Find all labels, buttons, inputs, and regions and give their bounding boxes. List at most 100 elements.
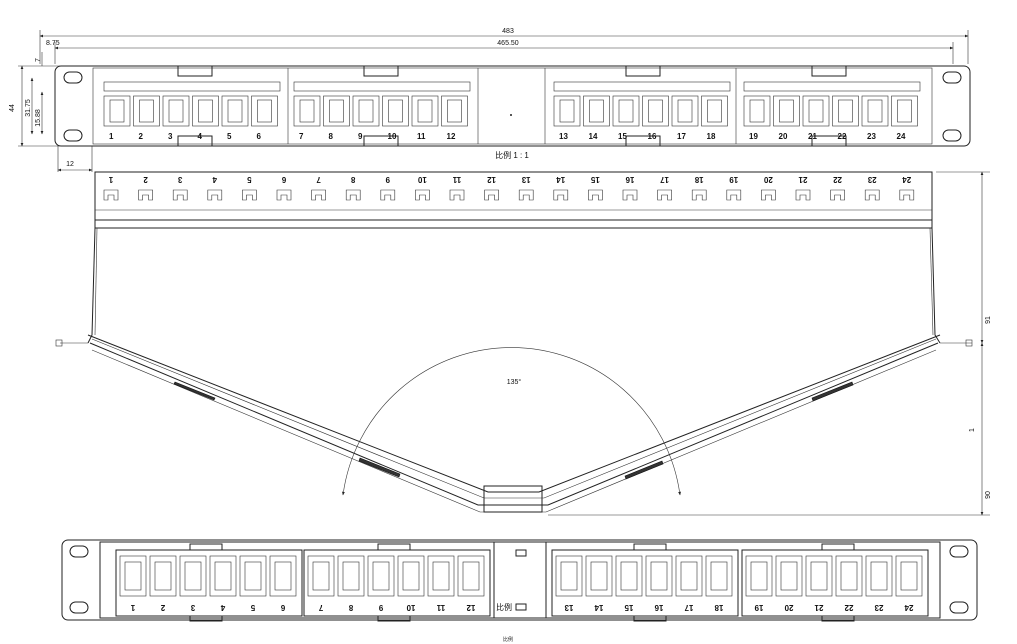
rear-port-label: 1 [130,603,135,612]
rear-module-3 [551,549,739,617]
dim-side-mark: 1 [969,428,976,432]
rear-port-label: 19 [754,603,763,612]
top-port-label: 23 [867,175,876,184]
dim-top-offset: 7 [35,58,42,62]
front-port-label: 9 [358,132,363,141]
v-frame-center-hinge [483,485,543,513]
cable-slot [864,189,880,201]
dim-depth-tray: 91 [985,316,992,324]
front-port [612,95,640,127]
top-port-label: 1 [108,175,113,184]
label-strip-4 [743,81,921,92]
top-port-label: 24 [902,175,911,184]
top-port-label: 22 [833,175,842,184]
front-port-label: 24 [897,132,906,141]
rear-panel-outline [61,539,978,621]
front-port-label: 2 [139,132,144,141]
rear-port-label: 5 [250,603,255,612]
rear-port [585,555,613,597]
front-port [553,95,581,127]
front-port [701,95,728,127]
front-port-label: 7 [299,132,304,141]
top-port-label: 3 [177,175,182,184]
cable-slot [553,189,569,201]
rear-port [427,555,455,597]
front-port-label: 15 [618,132,627,141]
rear-port [149,555,177,597]
rear-port-label: 3 [190,603,195,612]
front-port-label: 14 [589,132,598,141]
front-port-label: 13 [559,132,568,141]
front-clips [177,65,847,147]
cable-slot [830,189,845,201]
rear-port [239,555,267,597]
scale-label: 比例 1 : 1 [495,150,529,160]
label-strip-3 [553,81,731,92]
rear-port [367,555,395,597]
top-port-label: 4 [212,175,217,184]
cable-slot [276,189,292,201]
front-port-label: 21 [808,132,817,141]
rear-port [337,555,365,597]
front-port-label: 1 [109,132,114,141]
top-port-label: 5 [247,175,252,184]
front-port-label: 20 [779,132,788,141]
cable-slot [657,189,672,201]
top-port-label: 13 [521,175,530,184]
cable-slot [380,189,396,201]
front-port [773,95,800,127]
front-port [103,95,131,127]
top-port-label: 8 [350,175,355,184]
top-port-label: 10 [417,175,426,184]
front-port [832,95,859,127]
top-port-label: 2 [143,175,148,184]
rear-port [615,555,643,597]
cable-slot [311,189,326,201]
rear-port-label: 13 [564,603,573,612]
rear-module-2 [303,549,491,617]
cable-slot [899,189,915,201]
cable-slot [795,189,811,201]
front-port [293,95,321,127]
top-port-label: 14 [556,175,565,184]
top-port-label: 18 [694,175,703,184]
front-port [891,95,918,127]
cable-slot [622,189,638,201]
front-port [583,95,610,127]
label-strip-2 [293,81,471,92]
front-panel-face [92,67,933,145]
rear-port-label: 10 [406,603,415,612]
rear-port-label: 11 [436,603,445,612]
front-port-label: 6 [257,132,262,141]
rear-port [179,555,207,597]
dim-depth-v: 90 [985,491,992,499]
top-port-label: 21 [798,175,807,184]
rear-port [835,555,863,597]
front-port-label: 12 [447,132,456,141]
rear-port [457,555,485,597]
rear-port [775,555,803,597]
tray-back-strip [94,171,933,221]
dimension-lines: 483 465.50 8.75 44 31.75 15.88 7 12 [9,28,969,172]
cable-slot [588,189,603,201]
top-port-label: 6 [281,175,286,184]
v-frame-top-edge [87,334,941,493]
front-port-label: 11 [417,132,426,141]
rear-port-label: 22 [844,603,853,612]
rear-port-label: 23 [874,603,883,612]
front-port [802,95,830,127]
rear-port-label: 16 [654,603,663,612]
top-port-label: 17 [660,175,669,184]
front-port [221,95,249,127]
rear-port [745,555,773,597]
label-strip-1 [103,81,281,92]
rear-panel-face [99,541,941,619]
cable-slot [103,189,119,201]
rear-port [397,555,425,597]
dim-mount-width: 465.50 [497,40,519,47]
front-port [671,95,699,127]
